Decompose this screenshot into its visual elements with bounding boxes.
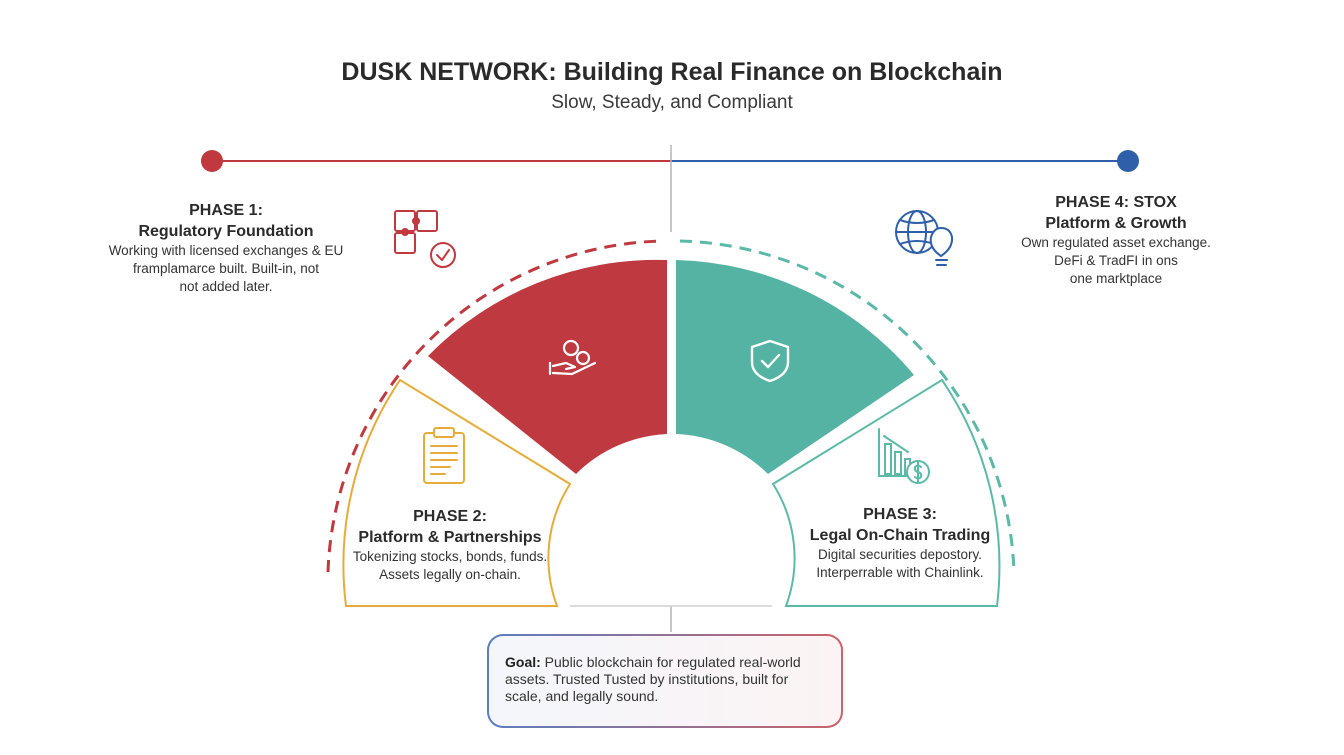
phase4-desc-line: one marktplace <box>1069 271 1163 286</box>
phase3-subtitle: Legal On-Chain Trading <box>809 527 991 544</box>
phase4-subtitle: Platform & Growth <box>1045 215 1187 232</box>
chart-dollar-icon <box>878 428 930 484</box>
goal-text: Public blockchain for regulated real-wor… <box>544 654 801 670</box>
phase3-block: PHASE 3: Legal On-Chain Trading Digital … <box>790 504 1010 582</box>
timeline-start-dot <box>201 150 223 172</box>
phase3-title: PHASE 3: <box>863 506 937 523</box>
dashed-arc-right <box>679 239 1016 573</box>
phase-wedge-teal <box>676 260 914 474</box>
phase1-block: PHASE 1: Regulatory Foundation Working w… <box>95 200 357 296</box>
phase1-desc-line: not added later. <box>179 279 273 294</box>
goal-line: scale, and legally sound. <box>505 688 659 704</box>
hand-coins-icon <box>548 339 597 376</box>
shield-check-icon <box>750 339 790 383</box>
puzzle-check-icon <box>394 210 456 268</box>
phase2-title: PHASE 2: <box>413 508 487 525</box>
phase1-desc-line: Working with licensed exchanges & EU <box>108 243 344 258</box>
phase2-segment <box>342 378 572 607</box>
phase2-desc-line: Tokenizing stocks, bonds, funds. <box>352 549 548 564</box>
phase2-block: PHASE 2: Platform & Partnerships Tokeniz… <box>340 506 560 584</box>
phase1-desc-line: framplamarce built. Built-in, not <box>132 261 320 276</box>
goal-box: Goal: Public blockchain for regulated re… <box>487 634 843 728</box>
page-title: DUSK NETWORK: Building Real Finance on B… <box>341 58 1003 86</box>
phase4-desc-line: DeFi & TradFI in ons <box>1054 253 1178 268</box>
phase3-desc-line: Interperrable with Chainlink. <box>816 565 984 580</box>
phase2-desc-line: Assets legally on-chain. <box>379 567 521 582</box>
goal-line: assets. Trusted Tusted by institutions, … <box>505 671 789 687</box>
timeline-end-dot <box>1117 150 1139 172</box>
phase3-desc-line: Digital securities depostory. <box>817 547 983 562</box>
phase4-desc-line: Own regulated asset exchange. <box>1021 235 1211 250</box>
phase3-segment <box>771 378 1001 607</box>
clipboard-icon <box>423 427 465 484</box>
phase4-block: PHASE 4: STOX Platform & Growth Own regu… <box>996 192 1236 288</box>
goal-label: Goal: <box>505 654 541 670</box>
dashed-arc-left <box>326 239 663 573</box>
phase4-title: PHASE 4: STOX <box>1055 194 1177 211</box>
phase2-subtitle: Platform & Partnerships <box>358 529 542 546</box>
phase1-title: PHASE 1: <box>189 202 263 219</box>
phase-wedge-red <box>428 259 667 474</box>
page-subtitle: Slow, Steady, and Compliant <box>551 92 793 113</box>
globe-lightbulb-icon <box>895 210 954 266</box>
goal-line: Goal: Public blockchain for regulated re… <box>505 654 825 671</box>
phase1-subtitle: Regulatory Foundation <box>138 223 314 240</box>
